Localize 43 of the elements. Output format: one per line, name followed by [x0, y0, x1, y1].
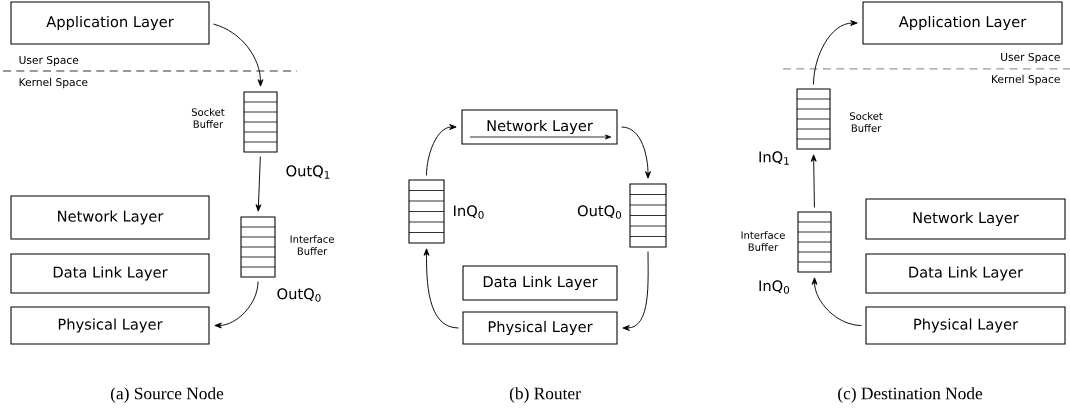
layer-box: Physical Layer [10, 306, 210, 345]
arrow [214, 281, 259, 329]
arrow [426, 124, 457, 176]
layer-box: Network Layer [865, 198, 1066, 240]
queue-buffer [408, 179, 445, 244]
arrow [810, 154, 817, 208]
arrow [622, 251, 649, 331]
arrow [255, 156, 262, 212]
layer-box: Application Layer [862, 1, 1063, 45]
queue-buffer [243, 91, 278, 153]
buffer-label: Socket Buffer [191, 108, 225, 128]
arrow [423, 248, 459, 329]
space-label: User Space [19, 55, 79, 67]
queue-label: InQ$_{0}$ [454, 205, 484, 219]
layer-box: Physical Layer [462, 311, 618, 345]
arrow [813, 20, 858, 85]
queue-label: InQ$_{1}$ [759, 151, 789, 165]
space-label: Kernel Space [19, 77, 88, 89]
layer-box: Physical Layer [865, 306, 1066, 345]
queue-label: OutQ$_{0}$ [277, 288, 321, 302]
buffer-label: Interface Buffer [290, 235, 334, 255]
queue-label: OutQ$_{0}$ [577, 205, 622, 219]
queue-buffer [240, 216, 276, 278]
layer-box: Network Layer [10, 195, 210, 240]
arrow [621, 126, 651, 179]
layer-box: Data Link Layer [10, 253, 210, 294]
layer-box: Data Link Layer [462, 265, 618, 301]
layer-box: Data Link Layer [865, 253, 1066, 294]
subfigure-caption: (a) Source Node [110, 387, 224, 403]
layer-box: Network Layer [461, 109, 618, 145]
queue-buffer [796, 88, 831, 150]
queue-buffer [797, 211, 832, 273]
arrow [212, 23, 264, 87]
arrow [811, 277, 862, 326]
space-label: Kernel Space [992, 74, 1060, 86]
subfigure-caption: (b) Router [509, 387, 581, 403]
queue-buffer [629, 183, 667, 248]
queue-label: InQ$_{0}$ [759, 280, 790, 294]
subfigure-caption: (c) Destination Node [838, 387, 983, 403]
queue-label: OutQ$_{1}$ [286, 165, 330, 179]
buffer-label: Interface Buffer [741, 231, 785, 251]
layer-box: Application Layer [10, 1, 210, 45]
buffer-label: Socket Buffer [850, 112, 883, 132]
